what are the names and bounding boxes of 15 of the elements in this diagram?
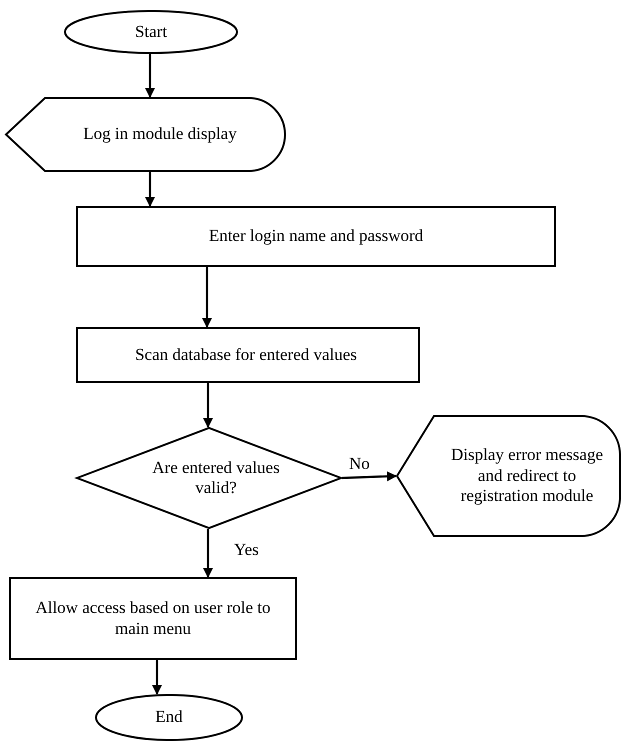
- node-text: End: [155, 707, 183, 728]
- arrow: [152, 660, 162, 695]
- node-text: Allow access based on user role to main menu: [34, 598, 272, 639]
- arrow: [203, 529, 213, 578]
- arrow: [145, 172, 155, 207]
- node-text: Enter login name and password: [208, 226, 424, 247]
- node-text: Log in module display: [83, 124, 237, 145]
- arrow: [202, 267, 212, 328]
- node-text: Display error message and redirect to registration module: [450, 445, 604, 507]
- node-text: Scan database for entered values: [135, 344, 357, 366]
- arrow: [342, 471, 397, 482]
- node-text: Are entered values valid?: [151, 458, 281, 498]
- arrow: [203, 383, 213, 428]
- arrow: [145, 54, 155, 98]
- node-text: Start: [134, 22, 168, 42]
